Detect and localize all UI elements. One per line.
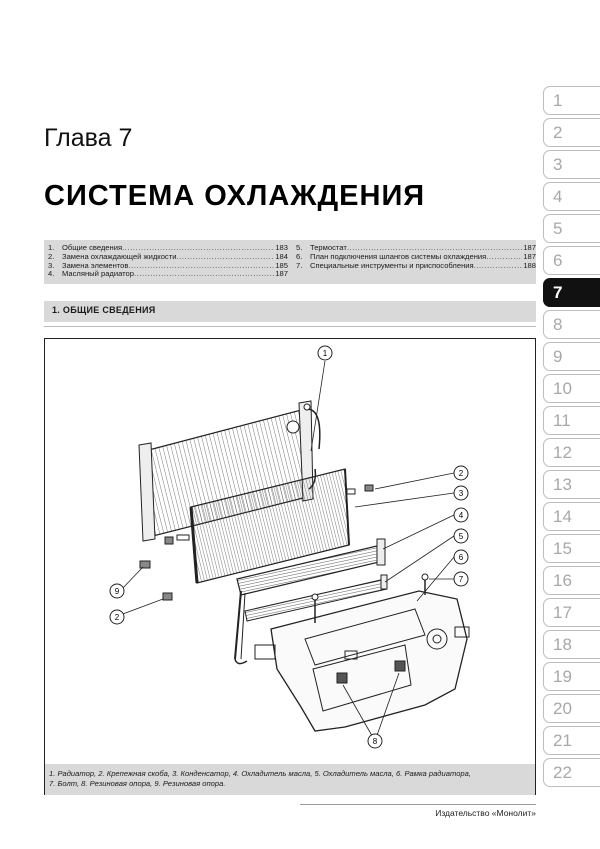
toc-leader: ........................................… [473, 261, 523, 270]
publisher-rule [300, 804, 536, 805]
svg-text:2: 2 [115, 613, 120, 622]
chapter-tab-8[interactable]: 8 [543, 310, 600, 339]
chapter-tab-13[interactable]: 13 [543, 470, 600, 499]
callout-5: 5 [453, 528, 469, 544]
callout-6: 6 [453, 549, 469, 565]
svg-text:9: 9 [115, 587, 120, 596]
leader-lines [119, 360, 455, 742]
chapter-label: Глава 7 [44, 124, 133, 152]
chapter-tab-4[interactable]: 4 [543, 182, 600, 211]
svg-text:7: 7 [459, 575, 464, 584]
chapter-tab-12[interactable]: 12 [543, 438, 600, 467]
chapter-tab-16[interactable]: 16 [543, 566, 600, 595]
callout-2: 2 [453, 465, 469, 481]
chapter-tab-18[interactable]: 18 [543, 630, 600, 659]
chapter-tab-15[interactable]: 15 [543, 534, 600, 563]
section-header-text: 1. ОБЩИЕ СВЕДЕНИЯ [52, 305, 156, 315]
publisher-credit: Издательство «Монолит» [435, 808, 536, 818]
figure-caption: 1. Радиатор, 2. Крепежная скоба, 3. Конд… [45, 764, 535, 795]
toc-entry[interactable]: 2. Замена охлаждающей жидкости .........… [48, 252, 288, 261]
rubber-mount-part [139, 484, 374, 601]
radiator-frame-part [254, 573, 470, 732]
chapter-tab-21[interactable]: 21 [543, 726, 600, 755]
caption-line-1: 1. Радиатор, 2. Крепежная скоба, 3. Конд… [49, 769, 471, 778]
caption-line-2: 7. Болт, 8. Резиновая опора, 9. Резинова… [49, 779, 226, 788]
chapter-tab-7-active[interactable]: 7 [543, 278, 600, 307]
toc-leader: ........................................… [486, 252, 522, 261]
toc-right-column: 5. Термостат ...........................… [296, 244, 536, 270]
chapter-tab-14[interactable]: 14 [543, 502, 600, 531]
chapter-tab-22[interactable]: 22 [543, 758, 600, 787]
chapter-tab-1[interactable]: 1 [543, 86, 600, 115]
condenser-part [164, 468, 356, 584]
svg-text:6: 6 [459, 553, 464, 562]
figure-box: 1 2 3 4 5 6 7 8 9 2 1. Радиатор, 2. Креп… [44, 338, 536, 795]
toc-entry[interactable]: 5. Термостат ...........................… [296, 244, 536, 252]
toc-left-column: 1. Общие сведения ......................… [48, 244, 288, 279]
chapter-tab-19[interactable]: 19 [543, 662, 600, 691]
toc-leader: ........................................… [128, 261, 275, 270]
svg-text:3: 3 [459, 489, 464, 498]
chapter-tab-20[interactable]: 20 [543, 694, 600, 723]
chapter-tab-11[interactable]: 11 [543, 406, 600, 435]
chapter-tab-5[interactable]: 5 [543, 214, 600, 243]
cooling-system-diagram: 1 2 3 4 5 6 7 8 9 2 [109, 345, 470, 749]
toc-entry[interactable]: 1. Общие сведения ......................… [48, 244, 288, 252]
svg-text:1: 1 [323, 349, 328, 358]
callout-7: 7 [453, 571, 469, 587]
callout-3: 3 [453, 485, 469, 501]
callout-1: 1 [317, 345, 333, 361]
callout-9: 9 [109, 583, 125, 599]
chapter-title: СИСТЕМА ОХЛАЖДЕНИЯ [44, 180, 426, 212]
chapter-tab-9[interactable]: 9 [543, 342, 600, 371]
chapter-tab-2[interactable]: 2 [543, 118, 600, 147]
section-header: 1. ОБЩИЕ СВЕДЕНИЯ [44, 301, 536, 322]
svg-text:8: 8 [373, 737, 378, 746]
svg-text:5: 5 [459, 532, 464, 541]
oil-cooler-part [234, 538, 386, 665]
toc-entry[interactable]: 6. План подключения шлангов системы охла… [296, 252, 536, 261]
toc-leader: ........................................… [122, 244, 274, 252]
callout-8: 8 [367, 733, 383, 749]
toc-leader: ........................................… [346, 244, 523, 252]
callout-2b: 2 [109, 609, 125, 625]
svg-text:2: 2 [459, 469, 464, 478]
svg-text:4: 4 [459, 511, 464, 520]
toc-box: 1. Общие сведения ......................… [44, 240, 536, 284]
callout-4: 4 [453, 507, 469, 523]
chapter-tab-10[interactable]: 10 [543, 374, 600, 403]
section-divider [44, 326, 536, 327]
toc-leader: ........................................… [134, 270, 275, 279]
chapter-tab-3[interactable]: 3 [543, 150, 600, 179]
callouts: 1 2 3 4 5 6 7 8 9 2 [109, 345, 469, 749]
toc-entry[interactable]: 7. Специальные инструменты и приспособле… [296, 261, 536, 270]
chapter-tab-17[interactable]: 17 [543, 598, 600, 627]
toc-entry[interactable]: 4. Масляный радиатор ...................… [48, 270, 288, 279]
chapter-tab-6[interactable]: 6 [543, 246, 600, 275]
toc-entry[interactable]: 3. Замена элементов ....................… [48, 261, 288, 270]
toc-leader: ........................................… [176, 252, 274, 261]
